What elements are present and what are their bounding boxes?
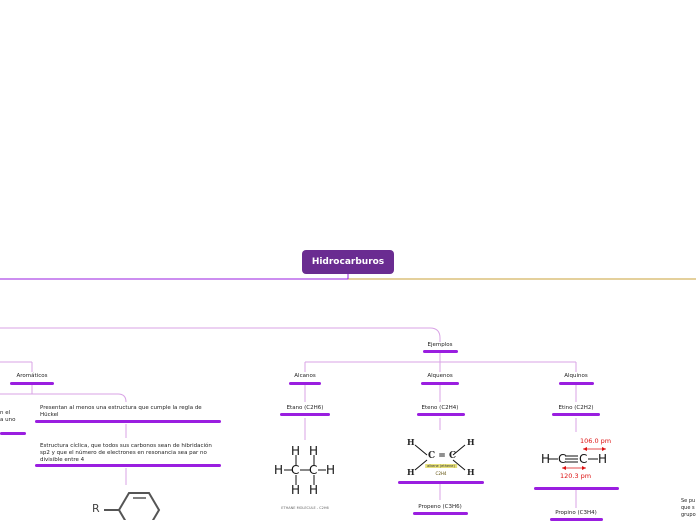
node-left-fragment-1[interactable]: n el (0, 410, 11, 416)
ethyne-image-underline (534, 487, 619, 490)
node-etano-underline (280, 413, 330, 416)
ethene-label: alkene (ethene) (425, 464, 457, 468)
node-etino[interactable]: Etino (C2H2) (558, 405, 594, 411)
ethyne-length-top: 106.0 pm (580, 437, 612, 445)
ethene-image-underline (398, 481, 484, 484)
ethyne-c2: C (579, 452, 588, 466)
ethane-caption: ETHANE MOLECULE - C2H6 (281, 506, 329, 510)
ethyne-h1: H (541, 452, 551, 466)
node-propeno-underline (413, 512, 468, 515)
ethyne-structure (548, 447, 606, 470)
ethyne-length-bottom: 120.3 pm (560, 472, 592, 480)
benzene-structure (104, 492, 161, 520)
node-aromaticos-underline (10, 382, 54, 385)
node-etano[interactable]: Etano (C2H6) (286, 405, 324, 411)
node-ejemplos[interactable]: Ejemplos (427, 342, 453, 348)
node-alquenos-underline (421, 382, 459, 385)
connector-to-huckel (0, 393, 127, 403)
node-ciclica-underline (35, 464, 221, 467)
ethene-structure (414, 444, 466, 471)
ethane-h4: H (326, 463, 336, 477)
node-ciclica[interactable]: Estructura cíclica, que todos sus carbon… (40, 443, 212, 463)
ethene-h2: H (467, 437, 475, 447)
node-eteno-underline (417, 413, 465, 416)
benzene-r-label: R (92, 502, 100, 515)
ethane-h1: H (291, 444, 301, 458)
ethane-c1: C (291, 463, 300, 477)
node-huckel-underline (35, 420, 221, 423)
node-right-fragment-1[interactable]: Se pu (681, 498, 696, 504)
node-alcanos-underline (289, 382, 321, 385)
node-right-fragment-2[interactable]: que s (681, 505, 695, 511)
ethene-h4: H (467, 467, 475, 477)
root-node-hidrocarburos[interactable]: Hidrocarburos (302, 250, 394, 274)
node-left-fragment-underline (0, 432, 26, 435)
node-alquinos[interactable]: Alquinos (564, 373, 588, 379)
ethyne-c1: C (558, 452, 567, 466)
node-eteno[interactable]: Eteno (C2H4) (421, 405, 459, 411)
node-alcanos[interactable]: Alcanos (294, 373, 316, 379)
ethene-c-c: C = C (428, 451, 457, 461)
ethyne-h2: H (598, 452, 608, 466)
node-right-fragment-3[interactable]: grupo (681, 512, 696, 518)
node-aromaticos[interactable]: Aromáticos (16, 373, 48, 379)
connector-to-ejemplos (0, 327, 441, 342)
ethane-h2: H (309, 444, 319, 458)
ethane-structure (284, 455, 326, 485)
ethane-c2: C (309, 463, 318, 477)
node-ejemplos-underline (423, 350, 458, 353)
node-propeno[interactable]: Propeno (C3H6) (418, 504, 462, 510)
node-alquinos-underline (559, 382, 594, 385)
node-propino[interactable]: Propino (C3H4) (555, 510, 597, 516)
ethane-h3: H (274, 463, 284, 477)
ethene-sub: C2H4 (435, 471, 447, 476)
node-huckel[interactable]: Presentan al menos una estructura que cu… (40, 405, 202, 418)
node-etino-underline (552, 413, 600, 416)
ethene-h1: H (407, 437, 415, 447)
ethene-h3: H (407, 467, 415, 477)
ethane-h5: H (291, 483, 301, 497)
node-alquenos[interactable]: Alquenos (427, 373, 453, 379)
ethane-h6: H (309, 483, 319, 497)
node-left-fragment-2[interactable]: a uno (0, 417, 16, 423)
